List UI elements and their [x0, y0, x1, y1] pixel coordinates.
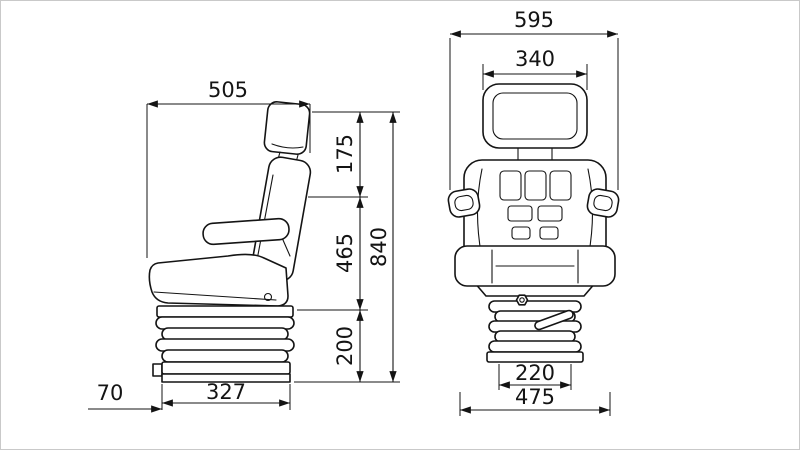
side-cushion [148, 253, 289, 307]
dim-label-rail-offset: 70 [97, 381, 124, 405]
dimension-suspension-width: 220 [498, 361, 572, 390]
side-view-dimensions: 505 175 465 200 840 [88, 78, 400, 413]
front-backrest-stitching [499, 170, 572, 240]
front-cushion [454, 245, 616, 287]
dimension-seat-depth: 505 [146, 78, 311, 258]
side-base-plate [161, 361, 291, 375]
front-armrest-right [586, 188, 620, 218]
dimension-suspension-height: 200 [333, 310, 364, 382]
front-headrest-posts [517, 147, 553, 162]
dimension-overall-width: 595 [449, 8, 619, 190]
hex-bolt-center [519, 297, 525, 303]
side-armrest-bracket [282, 239, 291, 257]
front-armrest-left-seam [454, 194, 474, 212]
side-suspension-plate [156, 305, 294, 318]
dim-label-suspension-height: 200 [333, 326, 357, 366]
front-base-plate [486, 351, 584, 363]
side-cushion-seam [153, 291, 277, 301]
front-view [447, 83, 620, 363]
dimension-base-width: 475 [459, 385, 611, 416]
stitch-panel [499, 170, 522, 201]
dim-label-depth: 505 [208, 78, 248, 102]
front-armrest-right-seam [593, 194, 613, 212]
side-bellows [155, 316, 295, 363]
front-view-dimensions: 595 340 220 475 [449, 8, 619, 416]
front-armrest-left [447, 188, 481, 218]
side-headrest-seam [271, 143, 304, 149]
dim-label-backrest-height: 465 [333, 233, 357, 273]
front-armrest-left-pad [447, 188, 481, 218]
dim-label-base-width: 475 [515, 385, 555, 409]
dim-label-overall-width: 595 [514, 8, 554, 32]
side-cushion-pad [148, 253, 289, 307]
side-adjuster-knob [263, 292, 273, 302]
side-headrest [263, 101, 311, 155]
front-headrest-seam [492, 92, 578, 140]
stitch-panel [507, 205, 533, 222]
stitch-panel [511, 226, 531, 240]
side-armrest [202, 217, 291, 257]
stitch-panel [537, 205, 563, 222]
front-armrest-right-pad [586, 188, 620, 218]
dim-label-rail-length: 327 [206, 380, 246, 404]
dimension-rail-length: 327 [161, 380, 291, 410]
front-pivot-bolt [515, 294, 529, 306]
dimension-upper-back-height: 175 [333, 112, 364, 197]
side-armrest-pad [202, 217, 290, 246]
dim-label-upper-back-height: 175 [333, 134, 357, 174]
dimension-total-height: 840 [367, 112, 397, 382]
stitch-panel [539, 226, 559, 240]
bellows-rib [161, 349, 289, 363]
dim-label-total-height: 840 [367, 227, 391, 267]
front-cushion-seams [491, 249, 579, 284]
dimension-rail-offset: 70 [88, 381, 162, 413]
front-headrest-pad [482, 83, 588, 149]
dimension-backrest-height: 465 [333, 197, 364, 310]
front-adjust-lever [534, 309, 574, 331]
hex-bolt [515, 294, 529, 306]
side-rail-bracket [152, 363, 163, 377]
dim-label-headrest-width: 340 [515, 47, 555, 71]
dim-label-suspension-width: 220 [515, 361, 555, 385]
side-view [148, 101, 312, 383]
stitch-panel [549, 170, 572, 201]
side-backrest-seam [256, 174, 274, 261]
stitch-panel [524, 170, 547, 201]
front-headrest [482, 83, 588, 149]
bellows-rib [488, 340, 582, 353]
side-rail [161, 373, 291, 383]
dimension-headrest-width: 340 [482, 47, 588, 90]
side-base [152, 361, 291, 383]
